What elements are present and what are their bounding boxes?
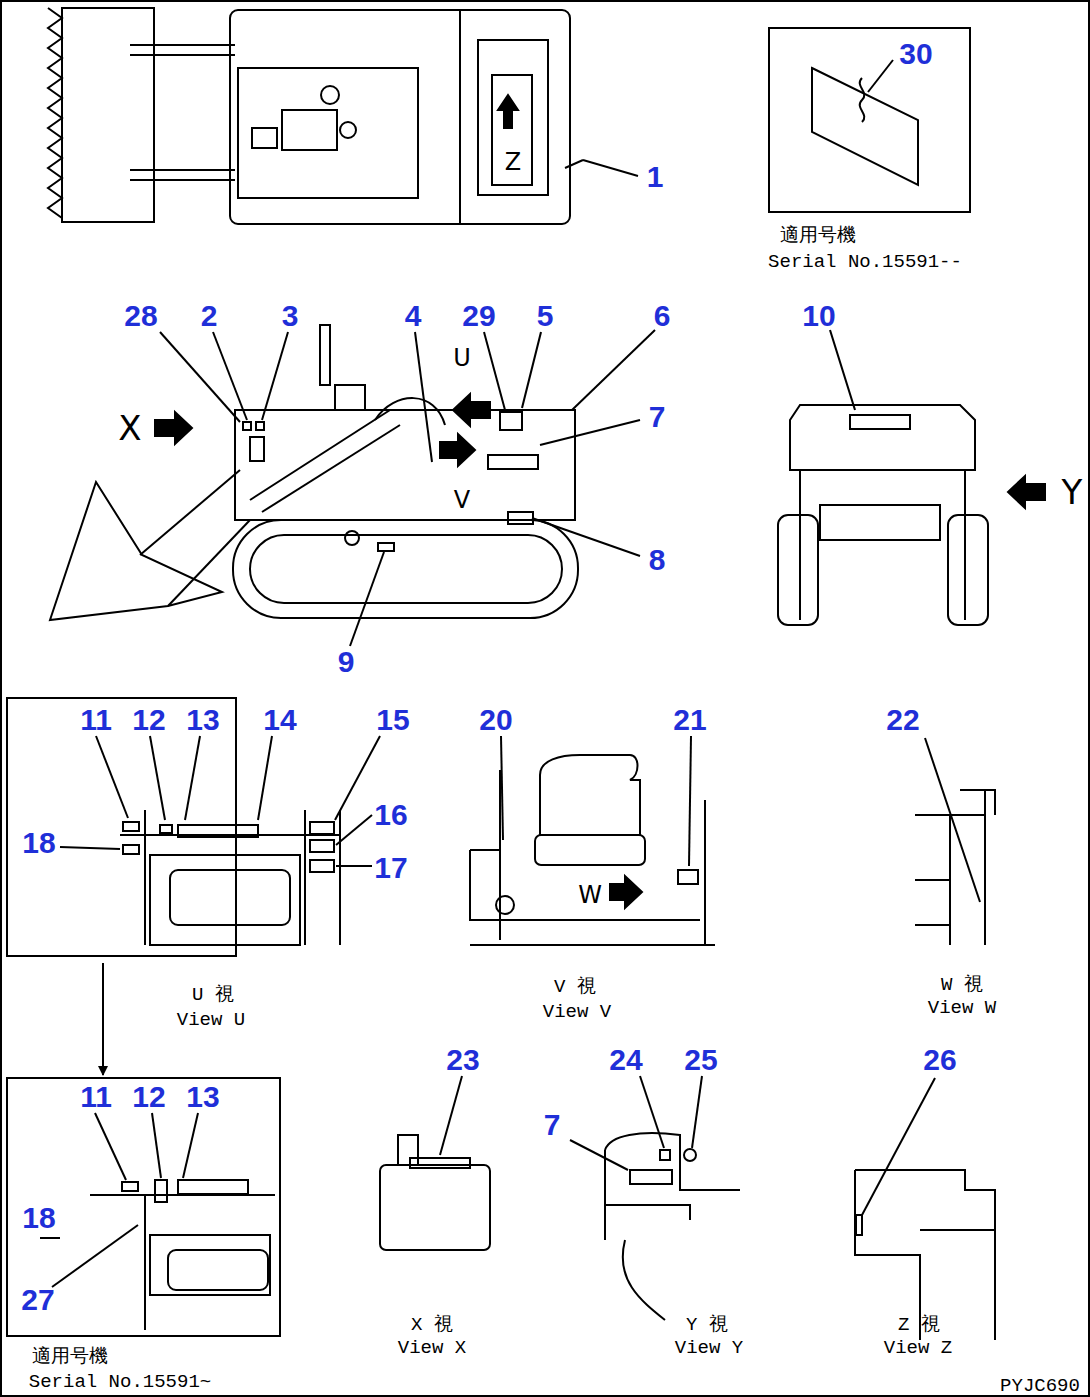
inset-frame: 11 12 13 18 27 [6,1077,281,1337]
callout-number: 18 [22,1203,55,1233]
callout-number: 18 [22,828,55,858]
view-letter: W [578,883,602,907]
callout-number: 14 [263,705,296,735]
callout-number: 23 [446,1045,479,1075]
callout-number: 26 [923,1045,956,1075]
callout-number: 12 [132,1082,165,1112]
callout-number: 10 [802,301,835,331]
inset-frame: 11 12 13 18 [6,697,237,957]
view-caption: PYJC690 [1000,1377,1080,1396]
callout-number: 11 [80,705,112,735]
view-caption: View Y [675,1339,743,1358]
callout-number: 4 [405,301,422,331]
callout-number: 13 [186,705,219,735]
view-letter: X [118,411,141,445]
callout-number: 24 [609,1045,642,1075]
view-caption: Serial No.15591~ [29,1373,211,1392]
view-caption: View Z [884,1339,952,1358]
view-letter: Z [505,150,521,174]
flow-arrow [102,963,104,1075]
view-caption: View W [928,999,996,1018]
callout-number: 17 [374,853,407,883]
view-caption: 適用号機 [32,1348,108,1367]
view-caption: Serial No.15591-- [768,253,962,272]
callout-number: 5 [537,301,554,331]
callout-number: 16 [374,800,407,830]
callout-number: 21 [673,705,706,735]
callout-number: 13 [186,1082,219,1112]
callout-number: 20 [479,705,512,735]
view-caption: V 視 [554,978,596,997]
view-caption: X 視 [411,1316,453,1335]
callout-number: 11 [80,1082,112,1112]
callout-number: 22 [886,705,919,735]
view-caption: W 視 [941,976,983,995]
callout-number: 28 [124,301,157,331]
callout-number: 6 [654,301,671,331]
view-letter: V [454,488,470,512]
view-letter: Y [1062,475,1083,509]
callout-number: 9 [338,647,355,677]
view-caption: Z 視 [898,1316,940,1335]
inset-frame: 30 [768,27,971,213]
view-letter: U [453,346,471,370]
view-caption: Y 視 [686,1316,728,1335]
callout-number: 1 [647,162,664,192]
callout-number: 12 [132,705,165,735]
callout-number: 15 [376,705,409,735]
view-caption: View U [177,1011,245,1030]
view-caption: 適用号機 [780,227,856,246]
view-caption: U 視 [192,986,234,1005]
view-caption: View V [543,1003,611,1022]
view-caption: View X [398,1339,466,1358]
callout-number: 27 [21,1285,54,1315]
callout-number: 7 [649,402,666,432]
callout-number: 3 [282,301,299,331]
callout-number: 8 [649,545,666,575]
callout-number: 2 [201,301,218,331]
callout-number: 25 [684,1045,717,1075]
callout-number: 30 [899,39,932,69]
callout-number: 29 [462,301,495,331]
callout-number: 7 [544,1110,561,1140]
